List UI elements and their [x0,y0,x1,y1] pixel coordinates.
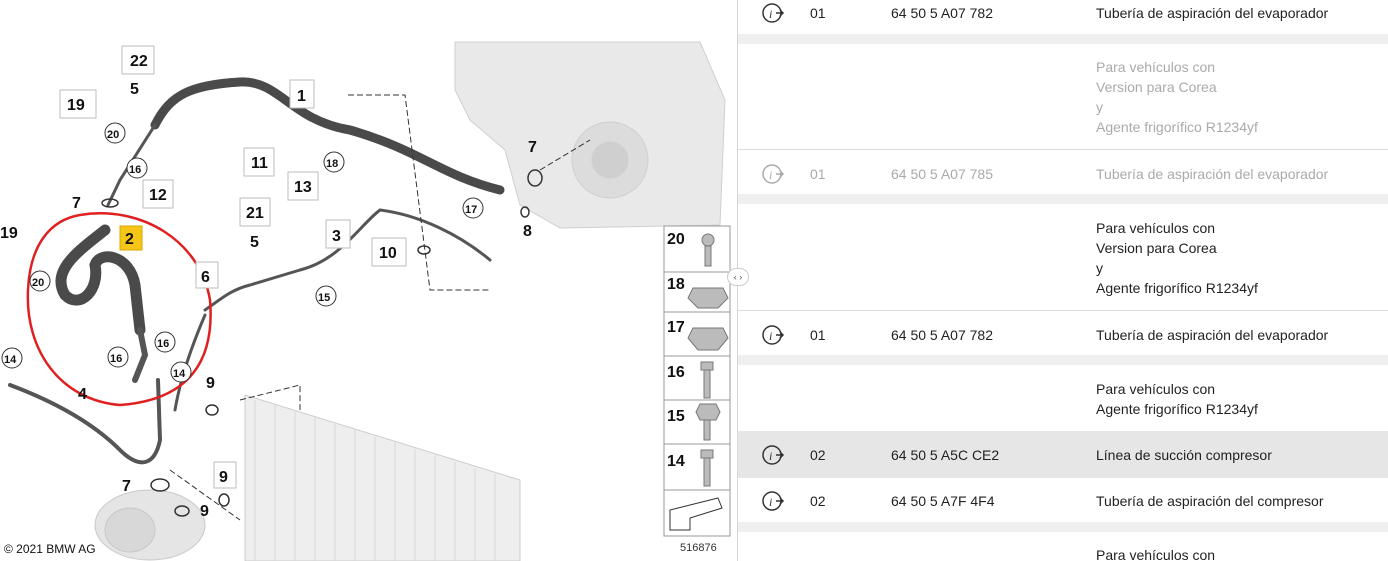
row-separator [738,310,1388,311]
callout-label: 19 [0,225,18,242]
callout-label: 16 [157,338,169,350]
callout-label: 9 [206,375,215,392]
callout-label: 5 [130,81,139,98]
parts-list: i 01 64 50 5 A07 782 Tubería de aspiraci… [738,0,1388,561]
callout-label: 9 [200,503,209,520]
callout-label: 6 [201,269,210,286]
callout-label: 17 [465,204,477,216]
evaporator-housing [454,41,726,229]
o-rings [101,169,543,517]
legend-label: 18 [667,276,685,293]
diagram-id: 516876 [680,542,717,554]
callout-label: 13 [294,179,312,196]
info-arrow-icon[interactable]: i [762,1,786,25]
part-note: Para vehículos con Version para Corea y … [1096,220,1258,296]
selected-item-badge[interactable] [119,225,143,251]
row-separator [738,149,1388,150]
part-number: 64 50 5 A07 782 [891,4,993,21]
part-note: Para vehículos con Version para Corea y … [1096,59,1258,135]
legend-label: 14 [667,453,685,470]
hardware-legend[interactable]: 20 18 17 16 15 14 516876 [663,225,731,554]
callout-label: 20 [32,277,44,289]
part-number: 64 50 5 A5C CE2 [891,446,1000,463]
callout-label: 10 [379,245,397,262]
parts-diagram[interactable]: 22 5 19 20 1 16 11 12 18 13 7 7 17 21 5 [0,0,737,561]
callout-label: 12 [149,187,167,204]
svg-text:i: i [769,168,772,182]
guide-lines [169,94,591,521]
legend-label: 20 [667,231,685,248]
row-separator [738,522,1388,532]
callout-label: 20 [107,129,119,141]
callout-label: 7 [122,478,131,495]
part-note: Para vehículos con Agente frigorífico R1… [1096,381,1258,417]
part-number: 64 50 5 A7F 4F4 [891,492,995,509]
callout-label: 1 [297,88,306,105]
callout-label: 9 [219,469,228,486]
callout-label: 16 [110,353,122,365]
part-description: Línea de succión compresor [1096,446,1272,463]
row-separator [738,355,1388,365]
copyright-text: © 2021 BMW AG [4,542,96,556]
callout-label: 19 [67,97,85,114]
compressor [94,489,206,561]
panel-resize-handle[interactable]: ‹ › [727,268,749,286]
svg-text:i: i [769,7,772,21]
callout-label: 21 [246,205,264,222]
callout-label: 18 [326,158,338,170]
selection-outline [26,212,212,407]
part-description: Tubería de aspiración del evaporador [1096,165,1329,182]
part-description: Tubería de aspiración del compresor [1096,492,1324,509]
part-number: 64 50 5 A07 785 [891,165,993,182]
info-arrow-icon[interactable]: i [762,323,786,347]
callout-label: 8 [523,223,532,240]
callout-labels[interactable]: 22 5 19 20 1 16 11 12 18 13 7 7 17 21 5 [0,45,537,520]
row-separator [738,194,1388,204]
part-row-selected[interactable]: i 02 64 50 5 A5C CE2 Línea de succión co… [738,431,1388,478]
info-arrow-icon[interactable]: i [762,443,786,467]
legend-hardware-icons [687,233,729,487]
legend-label: 17 [667,319,685,336]
svg-text:i: i [769,329,772,343]
callout-label: 2 [125,231,134,248]
info-arrow-icon[interactable]: i [762,162,786,186]
callout-label: 5 [250,234,259,251]
callout-label: 22 [130,53,148,70]
condenser [244,394,521,561]
quantity: 01 [810,165,826,182]
diagram-canvas: 22 5 19 20 1 16 11 12 18 13 7 7 17 21 5 [0,41,731,561]
hint-arrow-icon [669,497,723,531]
part-row[interactable]: i 01 64 50 5 A07 782 Tubería de aspiraci… [738,317,1388,352]
callout-label: 11 [251,155,268,172]
part-description: Tubería de aspiración del evaporador [1096,326,1329,343]
quantity: 01 [810,4,826,21]
legend-label: 16 [667,364,685,381]
callout-label: 14 [4,354,17,366]
quantity: 02 [810,446,826,463]
svg-text:i: i [769,495,772,509]
part-number: 64 50 5 A07 782 [891,326,993,343]
part-row[interactable]: i 01 64 50 5 A07 782 Tubería de aspiraci… [738,0,1388,30]
callout-label: 7 [72,195,81,212]
row-separator [738,34,1388,44]
callout-label: 4 [78,386,87,403]
callout-label: 16 [129,164,141,176]
callout-label: 14 [173,368,186,380]
quantity: 01 [810,326,826,343]
part-row[interactable]: i 02 64 50 5 A7F 4F4 Tubería de aspiraci… [738,483,1388,518]
part-note: Para vehículos con [1096,547,1216,561]
callout-label: 7 [528,139,537,156]
callout-label: 15 [318,292,330,304]
part-description: Tubería de aspiración del evaporador [1096,4,1329,21]
info-arrow-icon[interactable]: i [762,489,786,513]
callout-label: 3 [332,228,341,245]
svg-text:i: i [769,449,772,463]
quantity: 02 [810,492,826,509]
part-row[interactable]: i 01 64 50 5 A07 785 Tubería de aspiraci… [738,156,1388,191]
legend-label: 15 [667,408,685,425]
